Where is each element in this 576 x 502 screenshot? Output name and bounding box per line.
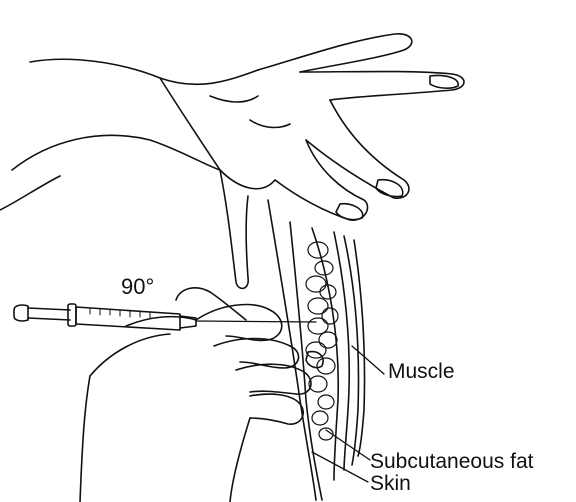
lower-hand-palm <box>126 317 196 326</box>
lower-hand-ring <box>236 364 311 394</box>
upper-hand-third-finger <box>306 100 409 198</box>
upper-arm-sleeve <box>0 176 60 210</box>
lower-hand-wrist <box>90 334 170 376</box>
muscle-leader <box>352 346 384 374</box>
muscle-label: Muscle <box>388 361 455 382</box>
upper-hand <box>0 34 464 289</box>
syringe-plunger-rod <box>28 308 70 320</box>
upper-hand-wrist <box>30 59 258 84</box>
muscle-fiber-3 <box>354 240 365 456</box>
subcutaneous-fat-label: Subcutaneous fat <box>370 451 533 472</box>
upper-hand-crease <box>250 120 290 127</box>
syringe-barrel <box>76 307 180 330</box>
syringe-needle <box>196 321 316 322</box>
angle-label: 90° <box>121 276 154 298</box>
upper-arm-lower <box>12 135 220 170</box>
lower-hand-pinky <box>250 394 303 424</box>
lower-hand-index <box>196 305 282 341</box>
syringe-flange <box>68 304 76 326</box>
skin-leader <box>312 452 368 482</box>
upper-hand-back <box>160 78 275 189</box>
lower-hand-middle <box>214 339 299 369</box>
skin-label: Skin <box>370 473 411 494</box>
upper-hand-thumb <box>220 170 248 288</box>
lower-arm-top <box>80 376 90 502</box>
upper-hand-palm-top <box>258 34 412 72</box>
fat-lobules <box>306 242 338 440</box>
upper-hand-knuckles <box>210 96 258 102</box>
lower-hand-thumb <box>176 288 246 320</box>
fat-leader <box>326 430 370 460</box>
syringe-plunger-tip <box>14 305 28 321</box>
upper-hand-nail-3 <box>376 180 403 197</box>
lower-arm-bottom <box>230 418 250 502</box>
syringe-graduations <box>90 308 150 318</box>
lower-hand <box>80 288 323 502</box>
upper-hand-nail-2 <box>430 75 458 88</box>
